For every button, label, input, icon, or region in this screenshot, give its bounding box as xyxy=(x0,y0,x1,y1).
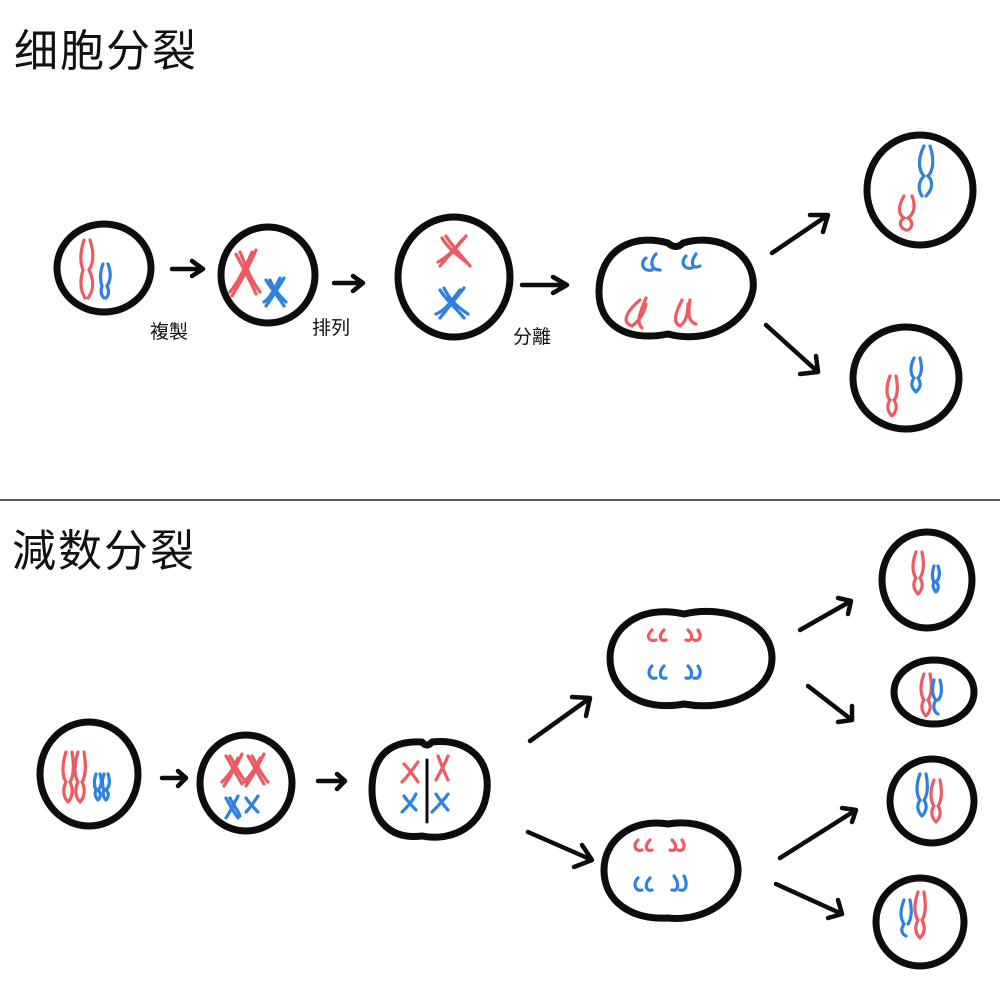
blue-x-chromosome xyxy=(262,276,288,308)
arrow-separate xyxy=(519,274,570,296)
gamete-3 xyxy=(886,755,978,847)
arrow-final-3 xyxy=(777,805,859,861)
step-label-align: 排列 xyxy=(312,317,350,339)
meiosis-title: 減数分裂 xyxy=(12,526,196,577)
mitosis-cell-2 xyxy=(217,223,319,327)
step-label-separate: 分離 xyxy=(513,326,551,348)
arrow-replicate xyxy=(169,258,206,279)
gamete-2 xyxy=(890,656,978,728)
meiosis-cell-1 xyxy=(36,718,142,830)
arrow-meiosis-1 xyxy=(159,768,189,789)
arrow-final-4 xyxy=(773,881,845,921)
arrow-meiosis-to-cell-a xyxy=(527,694,593,744)
arrow-to-daughter-1 xyxy=(769,212,831,256)
blue-chromosome xyxy=(99,262,112,300)
arrow-meiosis-to-cell-b xyxy=(525,829,595,870)
mitosis-title: 细胞分裂 xyxy=(14,26,198,77)
mitosis-cell-3 xyxy=(394,213,514,341)
arrow-align xyxy=(331,273,366,294)
meiosis-cell-4a-dividing xyxy=(606,607,776,710)
mitosis-cell-1 xyxy=(53,220,155,316)
step-label-replicate: 複製 xyxy=(150,321,188,343)
blue-x-chromosome xyxy=(434,286,470,320)
mitosis-daughter-cell-1 xyxy=(863,131,977,249)
arrow-meiosis-2 xyxy=(315,771,348,792)
mitosis-daughter-cell-2 xyxy=(849,323,963,433)
meiosis-cell-4b-dividing xyxy=(600,819,742,922)
meiosis-cell-3-dividing xyxy=(368,738,491,841)
mitosis-cell-4-dividing xyxy=(595,236,757,341)
red-x-chromosome xyxy=(228,248,262,298)
red-x-chromosome xyxy=(436,234,472,268)
gamete-4 xyxy=(872,874,968,970)
arrow-to-daughter-2 xyxy=(763,322,821,377)
arrow-final-2 xyxy=(805,683,855,725)
gamete-1 xyxy=(878,528,976,632)
arrow-final-1 xyxy=(797,595,854,633)
meiosis-cell-2 xyxy=(196,731,296,835)
red-chromosome xyxy=(79,238,95,300)
